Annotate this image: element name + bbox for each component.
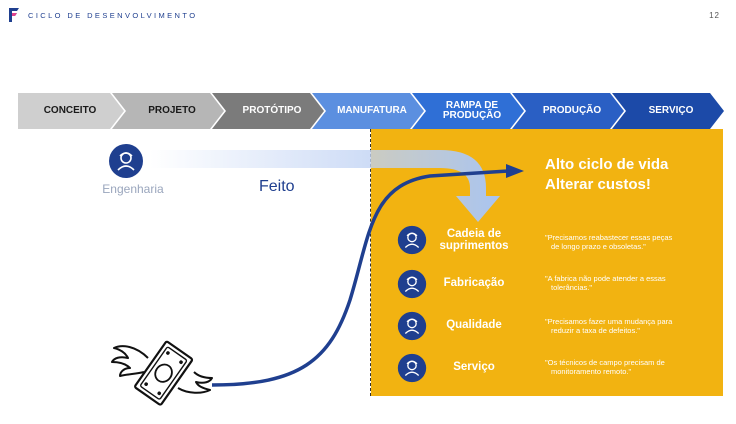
manufacturing-icon [397,269,427,299]
chevron-rampa [412,93,524,129]
quote-line1: "A fabrica não pode atender a essas [545,274,666,283]
department-quote: "Os técnicos de campo precisam de monito… [545,358,715,376]
lifecycle-headline: Alto ciclo de vida Alterar custos! [545,155,668,195]
quality-icon [397,311,427,341]
phase-label-producao: PRODUÇÃO [542,105,602,116]
phase-label-rampa-line2: PRODUÇÃO [442,110,502,121]
chevron-servico [612,93,724,129]
chevron-conceito [18,93,124,129]
department-label-line2: suprimentos [439,240,509,252]
chevron-prototipo [212,93,324,129]
quote-line2: tolerâncias." [551,283,593,292]
engineering-label: Engenharia [102,182,164,196]
phase-label-conceito: CONCEITO [43,105,97,116]
lifecycle-panel [371,129,723,396]
quote-line2: monitoramento remoto." [551,367,632,376]
engineer-icon [109,144,143,178]
department-label: Fabricação [443,277,505,289]
quote-line1: "Precisamos reabastecer essas peças [545,233,673,242]
page-number: 12 [709,11,720,20]
service-icon [397,353,427,383]
chevron-projeto [112,93,224,129]
phase-chevron-bar [18,93,724,129]
department-label: Cadeia de suprimentos [429,228,519,252]
headline-line1: Alto ciclo de vida [545,156,669,173]
phase-label-servico: SERVIÇO [648,105,694,116]
headline-line2: Alterar custos! [545,176,651,193]
quote-line2: de longo prazo e obsoletas." [551,242,646,251]
department-label: Serviço [453,361,495,373]
department-label: Qualidade [446,319,502,331]
phase-label-projeto: PROJETO [148,105,196,116]
chevron-manufatura [312,93,424,129]
cost-curve [211,169,509,387]
department-quote: "A fabrica não pode atender a essas tole… [545,274,715,292]
phase-label-rampa: RAMPA DE PRODUÇÃO [424,93,520,129]
department-quote: "Precisamos reabastecer essas peças de l… [545,233,715,251]
quote-line2: reduzir a taxa de defeitos." [551,326,640,335]
supply-chain-icon [397,225,427,255]
company-logo-icon [9,8,19,22]
flying-money-icon [111,340,213,406]
phase-label-manufatura: MANUFATURA [337,105,407,116]
department-quote: "Precisamos fazer uma mudança para reduz… [545,317,715,335]
phase-label-prototipo: PROTÓTIPO [242,105,302,116]
header-title: CICLO DE DESENVOLVIMENTO [28,11,198,20]
cost-curve-arrowhead [506,164,524,178]
quote-line1: "Precisamos fazer uma mudança para [545,317,673,326]
phase-divider-line [370,129,371,396]
phase-label-rampa-line1: RAMPA DE [445,100,499,111]
quote-line1: "Os técnicos de campo precisam de [545,358,665,367]
done-label: Feito [259,178,295,195]
chevron-producao [512,93,624,129]
department-label-line1: Cadeia de [446,228,502,240]
design-handoff-arrow [150,150,500,222]
